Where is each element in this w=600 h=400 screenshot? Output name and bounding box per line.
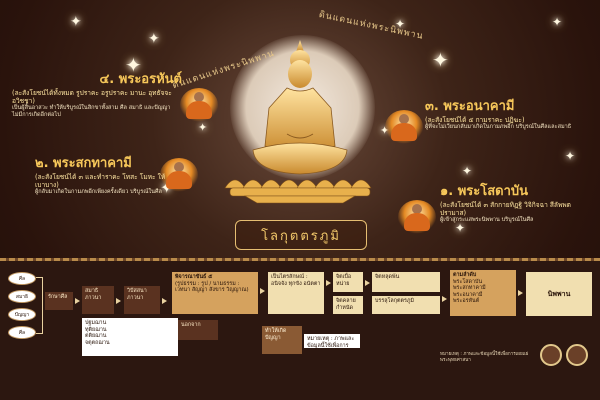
band-border (0, 258, 600, 261)
star-icon: ✦ (380, 125, 389, 136)
star-icon: ✦ (395, 17, 406, 31)
oval-4: ศีล (8, 326, 36, 339)
level-1-title: ๑. พระโสดาบัน (440, 184, 529, 199)
level-4-desc: เป็นผู้สิ้นอาสวะ ทำให้บริบูรณ์ในสิกขาทั้… (12, 105, 171, 118)
star-icon: ✦ (198, 121, 208, 134)
result-2: พระสกทาคามี (453, 285, 486, 291)
box-b: จิตเบื่อหน่าย (333, 272, 363, 292)
star-icon: ✦ (552, 15, 563, 29)
monk-icon (180, 88, 218, 122)
poster-title: โลกุตตรภูมิ (235, 220, 367, 250)
level-1-subtitle: (ละสังโยชน์ได้ ๓ สักกายทิฏฐิ วิจิกิจฉา ส… (440, 201, 571, 217)
foot-small: หมายเหตุ : ภาพและข้อมูลนี้ใช้เพื่อการเผย… (304, 334, 360, 348)
footnote: หมายเหตุ : ภาพและข้อมูลนี้ใช้เพื่อการเผย… (440, 352, 529, 363)
step-4: พิจารณาขันธ์ ๕ (รูปธรรม : รูป / นามธรรม … (172, 272, 258, 314)
level-1: ๑. พระโสดาบัน (ละสังโยชน์ได้ ๓ สักกายทิฏ… (440, 180, 590, 224)
arrow-icon (365, 280, 370, 286)
arrow-icon (116, 298, 121, 304)
box-d: จิตหลุดพ้น (372, 272, 440, 292)
arrow-icon (75, 298, 80, 304)
jhana-2: ทุติยฌาน (85, 326, 107, 333)
level-3-desc: ผู้ที่จะไม่เวียนกลับมาเกิดในกามภพอีก บริ… (425, 124, 572, 130)
lotus-base (224, 179, 372, 204)
oval-2: สมาธิ (8, 290, 36, 303)
arrow-icon (442, 296, 447, 302)
star-icon: ✦ (462, 164, 473, 178)
step-4-list: (รูปธรรม : รูป / นามธรรม : เวทนา สัญญา ส… (175, 280, 249, 294)
level-4-title: ๔. พระอรหันต์ (99, 72, 182, 87)
result-0: ตามลำดับ (453, 272, 477, 278)
jhana-list: ปฐมฌาน ทุติยฌาน ตติยฌาน จตุตถฌาน (82, 318, 178, 356)
level-3: ๓. พระอนาคามี (ละสังโยชน์ได้ ๕ กามราคะ ป… (425, 95, 590, 131)
logo-icon (540, 344, 562, 366)
arrow-icon (260, 288, 265, 294)
result-1: พระโสดาบัน (453, 278, 483, 285)
left-box-extra: นอกจาก (178, 320, 218, 340)
level-4: ๔. พระอรหันต์ (ละสังโยชน์ได้ทั้งหมด รูปร… (12, 68, 182, 119)
box-a: เป็นไตรลักษณ์ : อนิจจัง ทุกขัง อนัตตา (268, 272, 324, 314)
monk-icon (398, 200, 436, 234)
result-box: ตามลำดับ พระโสดาบัน พระสกทาคามี พระอนาคา… (450, 270, 516, 316)
result-3: พระอนาคามี (453, 291, 483, 298)
monk-icon (160, 158, 198, 192)
level-3-subtitle: (ละสังโยชน์ได้ ๕ กามราคะ ปฏิฆะ) (425, 116, 525, 124)
star-icon: ✦ (148, 31, 160, 47)
oval-3: ปัญญา (8, 308, 36, 321)
level-2-desc: ผู้กลับมาเกิดในกามภพอีกเพียงครั้งเดียว บ… (35, 189, 162, 195)
oval-1: ศีล (8, 272, 36, 285)
level-2-subtitle: (ละสังโยชน์ได้ ๓ และทำราคะ โทสะ โมหะ ให้… (35, 173, 166, 189)
logo-icon (566, 344, 588, 366)
arrow-icon (162, 298, 167, 304)
star-icon: ✦ (565, 149, 576, 163)
step-4-title: พิจารณาขันธ์ ๕ (175, 274, 213, 280)
box-e: บรรลุโลกุตตรภูมิ (372, 296, 440, 314)
final-box: นิพพาน (526, 272, 592, 316)
star-icon: ✦ (70, 14, 82, 30)
monk-icon (385, 110, 423, 144)
buddha-figure (252, 40, 348, 175)
level-1-desc: ผู้เข้าสู่กระแสพระนิพพาน บริบูรณ์ในศีล (440, 217, 534, 223)
star-icon: ✦ (125, 53, 142, 77)
bracket (36, 277, 43, 334)
level-2-title: ๒. พระสกทาคามี (35, 156, 132, 171)
arrow-icon (518, 290, 523, 296)
star-icon: ✦ (455, 221, 466, 235)
jhana-4: จตุตถฌาน (85, 339, 110, 346)
result-4: พระอรหันต์ (453, 298, 480, 304)
jhana-1: ปฐมฌาน (85, 320, 107, 326)
level-2: ๒. พระสกทาคามี (ละสังโยชน์ได้ ๓ และทำราค… (35, 152, 185, 196)
box-c: จิตคลายกำหนัด (333, 296, 363, 314)
step-3: วิปัสสนาภาวนา (124, 286, 160, 314)
level-4-subtitle: (ละสังโยชน์ได้ทั้งหมด รูปราคะ อรูปราคะ ม… (12, 89, 172, 105)
jhana-3: ตติยฌาน (85, 333, 107, 339)
extra-box: ทำให้เกิดปัญญา (262, 326, 302, 354)
arrow-icon (326, 280, 331, 286)
level-3-title: ๓. พระอนาคามี (425, 99, 515, 114)
step-1: รักษาศีล (45, 292, 73, 310)
step-2: สมาธิภาวนา (82, 286, 114, 314)
star-icon: ✦ (432, 48, 449, 72)
